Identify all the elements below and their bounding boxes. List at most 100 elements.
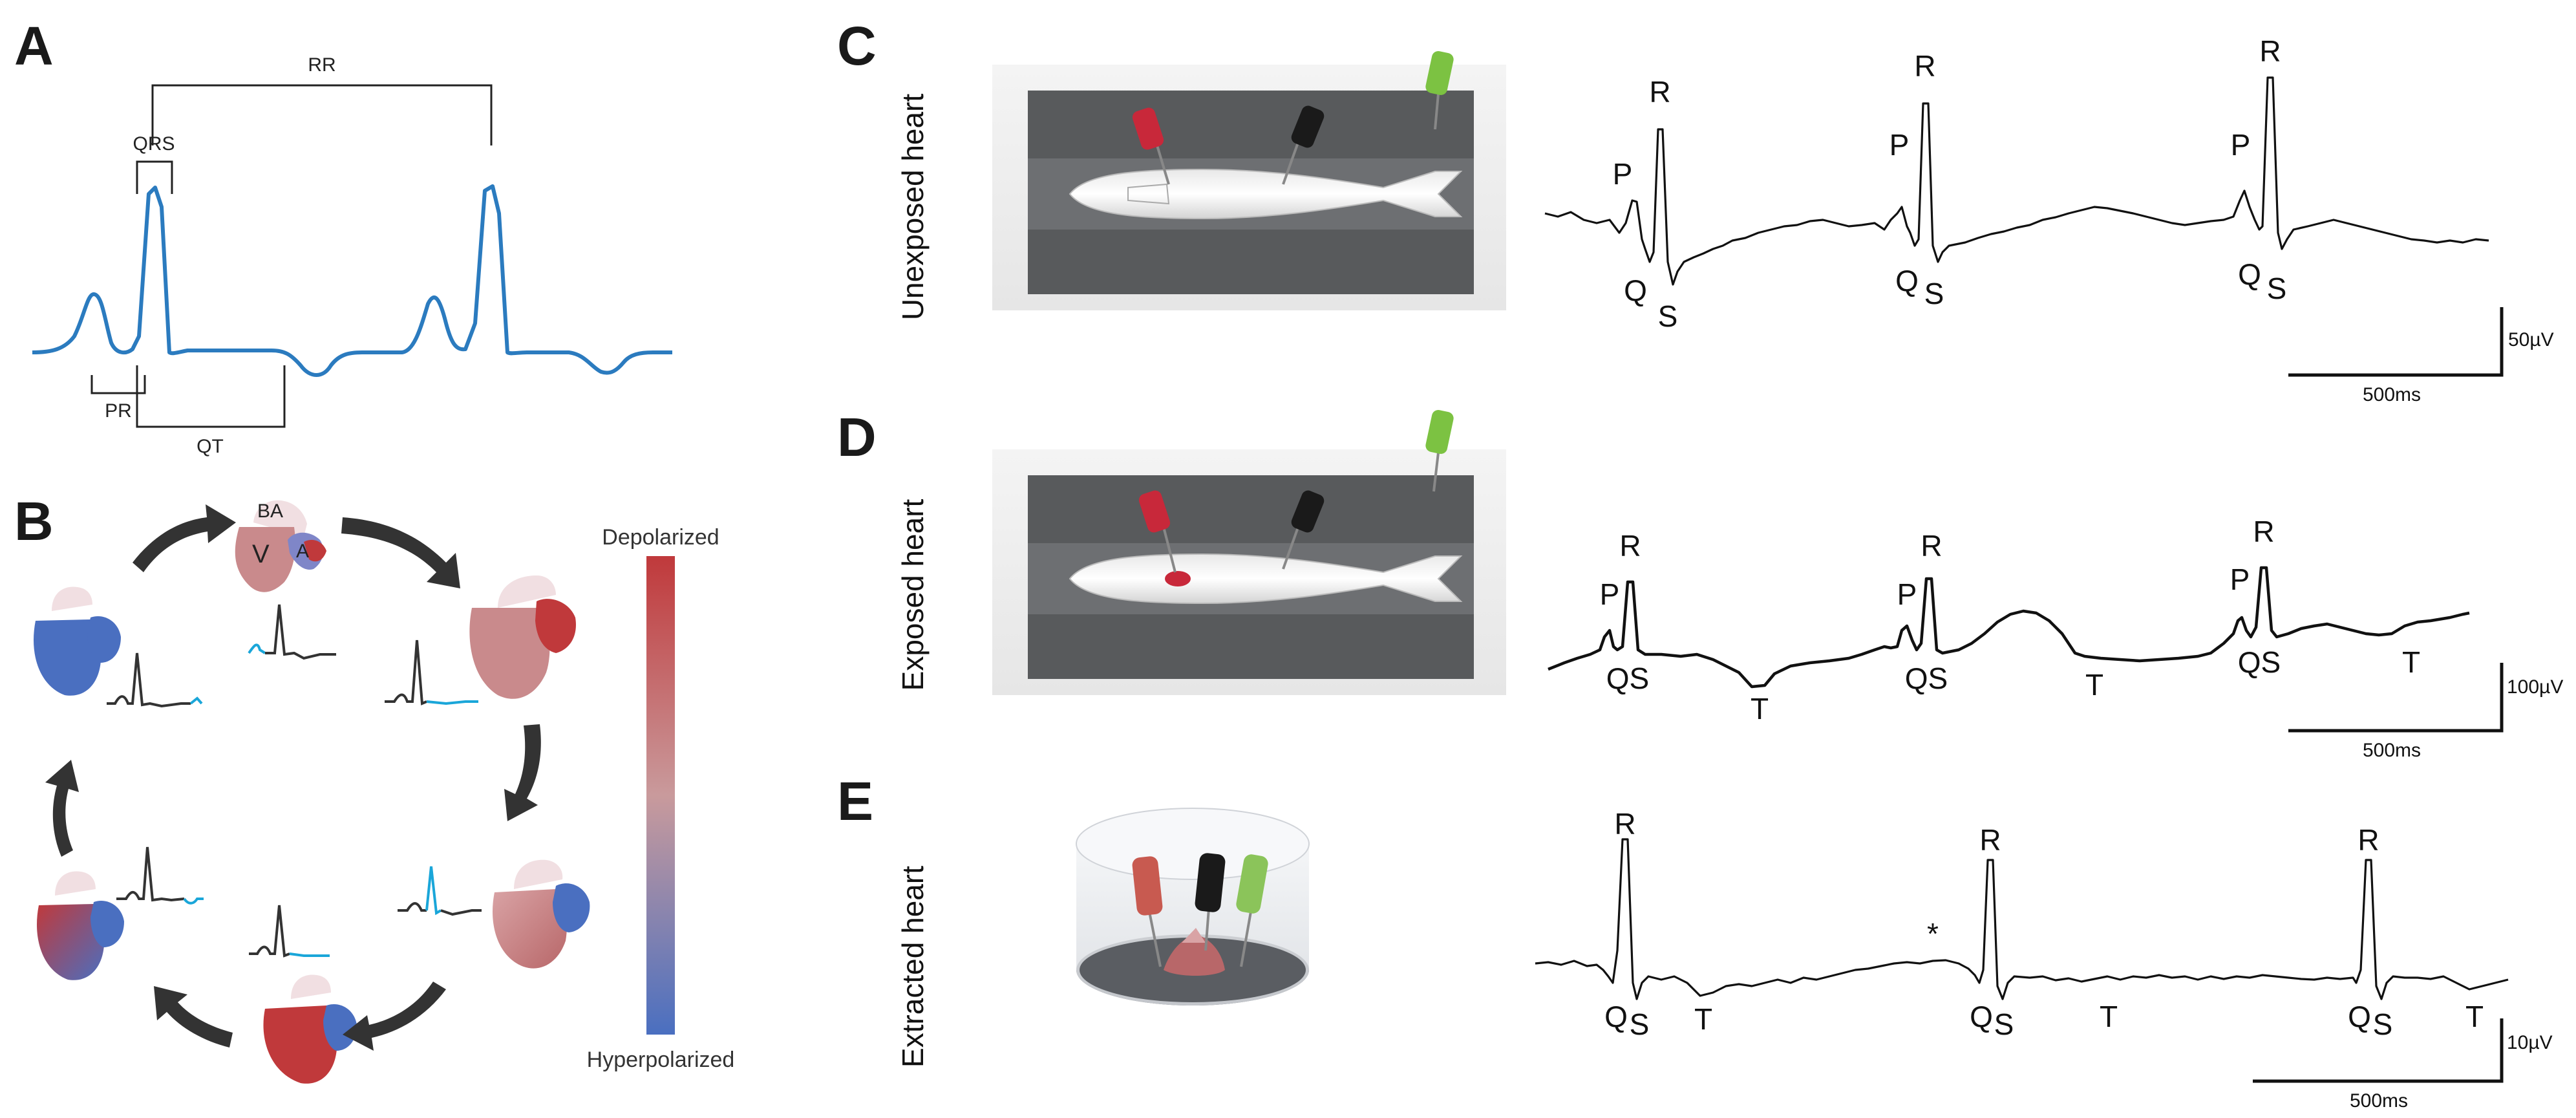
panel-e: E Extracted heart R Q S T * R Q S: [837, 771, 2553, 1112]
ecg-snippet-left-bottom: [116, 846, 204, 905]
ecg-trace-unexposed: [1544, 76, 2489, 286]
d-wave-qs-1: QS: [1606, 661, 1649, 695]
scalebar-e: [2253, 1018, 2504, 1083]
d-wave-r-2: R: [1921, 529, 1942, 563]
c-wave-p-3: P: [2231, 128, 2251, 162]
electrode-black-e: [1195, 853, 1226, 951]
fish-holder-illustration-d: [992, 449, 1506, 695]
c-wave-r-3: R: [2259, 34, 2281, 68]
scalebar-d-time: 500ms: [2363, 740, 2421, 761]
heart-bottom: [263, 974, 357, 1084]
scalebar-c: [2288, 307, 2504, 377]
ecg-trace-extracted: [1535, 838, 2509, 1000]
ecg-diagram-trace: [32, 184, 672, 377]
panel-b: B BA V A: [14, 491, 734, 1084]
e-wave-q-1: Q: [1604, 1000, 1628, 1033]
c-wave-s-3: S: [2267, 272, 2287, 305]
d-wave-p-3: P: [2230, 563, 2250, 596]
fish-holder-illustration-c: [992, 65, 1506, 310]
e-wave-r-1: R: [1614, 807, 1635, 841]
scalebar-d: [2288, 663, 2504, 733]
petri-dish-illustration: [1076, 808, 1310, 1005]
row-label-exposed: Exposed heart: [896, 499, 930, 691]
cycle-arrows: [45, 504, 541, 1051]
e-wave-s-3: S: [2373, 1007, 2393, 1041]
row-label-unexposed: Unexposed heart: [896, 94, 930, 321]
c-wave-p-1: P: [1613, 157, 1633, 191]
panel-a-letter: A: [14, 16, 54, 76]
c-wave-q-3: Q: [2238, 257, 2261, 291]
heart-top-right: [469, 575, 576, 699]
d-wave-r-3: R: [2253, 515, 2274, 548]
rr-bracket: [151, 84, 493, 145]
e-wave-s-2: S: [1994, 1007, 2014, 1041]
scalebar-e-voltage: 10µV: [2507, 1032, 2553, 1053]
heart-top: [235, 500, 326, 592]
c-wave-s-2: S: [1924, 277, 1944, 310]
ecg-snippet-bottom: [249, 905, 330, 958]
e-wave-r-2: R: [1979, 823, 2001, 857]
c-wave-q-2: Q: [1895, 264, 1919, 297]
e-wave-t-1: T: [1694, 1002, 1712, 1036]
pr-label: PR: [105, 400, 132, 422]
scalebar-d-voltage: 100µV: [2507, 676, 2563, 698]
d-wave-qs-3: QS: [2238, 645, 2281, 679]
panel-a: A RR QRS PR QT: [14, 16, 672, 457]
d-wave-t-3: T: [2402, 645, 2420, 679]
qt-label: QT: [197, 436, 224, 457]
electrode-red-c: [1132, 107, 1170, 185]
qrs-label: QRS: [133, 133, 175, 155]
e-wave-t-3: T: [2465, 1000, 2484, 1033]
c-wave-p-2: P: [1889, 128, 1910, 162]
ecg-snippet-top-right: [385, 640, 478, 705]
e-wave-s-1: S: [1630, 1007, 1650, 1041]
c-wave-r-1: R: [1649, 75, 1670, 109]
e-artifact-asterisk: *: [1927, 917, 1939, 951]
colorbar-top-label: Depolarized: [602, 525, 719, 550]
e-wave-t-2: T: [2100, 1000, 2118, 1033]
pr-bracket: [90, 375, 146, 394]
panel-d-letter: D: [837, 407, 877, 468]
d-wave-t-1: T: [1751, 692, 1769, 726]
electrode-green-c: [1425, 51, 1454, 130]
panel-c: C Unexposed heart P R Q S P R Q: [837, 16, 2554, 405]
electrode-black-d: [1282, 490, 1325, 570]
e-wave-r-3: R: [2358, 823, 2379, 857]
panel-e-letter: E: [837, 771, 873, 832]
heart-left-top: [34, 586, 121, 696]
d-wave-qs-2: QS: [1905, 661, 1948, 695]
electrode-red-d: [1138, 490, 1176, 573]
c-wave-q-1: Q: [1624, 274, 1647, 307]
d-wave-p-1: P: [1600, 577, 1620, 611]
c-wave-r-2: R: [1914, 49, 1935, 83]
colorbar-bottom-label: Hyperpolarized: [587, 1048, 735, 1072]
c-wave-s-1: S: [1658, 299, 1678, 333]
electrode-red-e: [1132, 856, 1163, 967]
qrs-bracket: [136, 160, 173, 194]
ecg-snippet-right: [398, 866, 482, 916]
row-label-extracted: Extracted heart: [896, 866, 930, 1068]
panel-c-letter: C: [837, 16, 877, 76]
panel-d: D Exposed heart P R QS T P R QS T P: [837, 407, 2563, 761]
ecg-trace-exposed: [1548, 566, 2470, 689]
rr-label: RR: [308, 54, 335, 76]
electrode-green-d: [1425, 410, 1454, 492]
d-wave-t-2: T: [2085, 668, 2103, 702]
colorbar: [646, 556, 675, 1035]
scalebar-e-time: 500ms: [2350, 1090, 2408, 1112]
chamber-v-label: V: [252, 540, 270, 568]
d-wave-p-2: P: [1897, 577, 1917, 611]
scalebar-c-voltage: 50µV: [2508, 329, 2554, 350]
scalebar-c-time: 500ms: [2363, 384, 2421, 405]
ecg-snippet-left-top: [107, 652, 203, 708]
qt-bracket: [136, 365, 286, 428]
electrode-green-e: [1236, 854, 1268, 967]
chamber-ba-label: BA: [257, 500, 283, 522]
e-wave-q-3: Q: [2348, 1000, 2371, 1033]
heart-right: [493, 859, 590, 969]
heart-left-bottom: [37, 871, 124, 980]
e-wave-q-2: Q: [1970, 1000, 1993, 1033]
chamber-a-label: A: [296, 541, 309, 562]
electrode-black-c: [1282, 105, 1325, 185]
